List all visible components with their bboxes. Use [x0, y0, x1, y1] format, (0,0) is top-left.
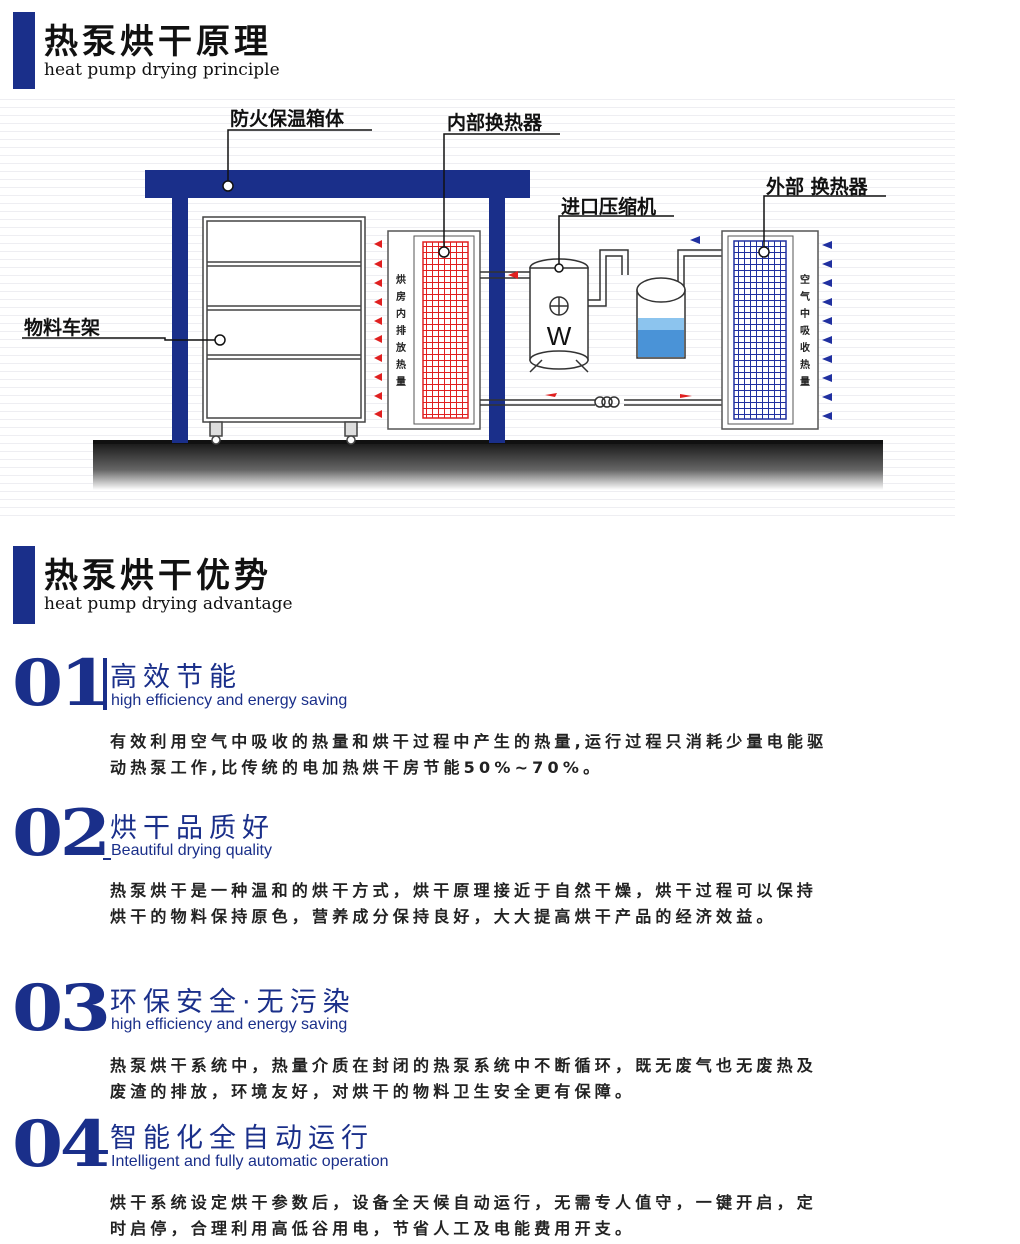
- section2-subtitle: heat pump drying advantage: [44, 594, 293, 614]
- internal-vertical-label: 烘房内排放热量: [396, 275, 406, 388]
- flow-arrows: [508, 271, 692, 398]
- label-external-exchanger: 外部 换热器: [766, 176, 868, 198]
- compressor-mark: W: [547, 321, 572, 351]
- internal-exchanger: [387, 230, 481, 430]
- advantage-title: 智能化全自动运行: [110, 1123, 374, 1154]
- advantage-number: 01: [12, 646, 111, 721]
- floor: [93, 440, 883, 490]
- section2-accent-bar: [13, 546, 35, 624]
- heat-absorb-arrows: [822, 241, 832, 420]
- advantage-subtitle: high efficiency and energy saving: [111, 1016, 348, 1033]
- label-compressor: 进口压缩机: [561, 196, 657, 218]
- heat-release-arrows: [374, 240, 382, 418]
- section1-accent-bar: [13, 12, 35, 89]
- label-cabinet: 防火保温箱体: [230, 108, 345, 130]
- label-internal-exchanger: 内部换热器: [447, 112, 543, 134]
- expansion-coil: [594, 396, 620, 408]
- advantage-subtitle: Beautiful drying quality: [111, 842, 272, 859]
- cabinet-frame: [145, 170, 530, 443]
- heat-pump-diagram: W: [22, 129, 886, 490]
- advantage-number: 02: [12, 796, 111, 871]
- advantage-number: 03: [12, 971, 111, 1046]
- separator-tank: [636, 277, 686, 359]
- external-vertical-label: 空气中吸收热量: [800, 275, 810, 388]
- advantage-body: 烘干系统设定烘干参数后，设备全天候自动运行，无需专人值守，一键开启，定时启停，合…: [110, 1193, 818, 1238]
- advantage-body: 热泵烘干系统中，热量介质在封闭的热泵系统中不断循环，既无废气也无废热及废渣的排放…: [110, 1056, 818, 1101]
- section1-title: 热泵烘干原理: [44, 22, 272, 62]
- section1-subtitle: heat pump drying principle: [44, 60, 280, 80]
- advantage-subtitle: Intelligent and fully automatic operatio…: [111, 1153, 389, 1170]
- advantage-body: 有效利用空气中吸收的热量和烘干过程中产生的热量,运行过程只消耗少量电能驱动热泵工…: [110, 732, 828, 777]
- section2-title: 热泵烘干优势: [44, 556, 272, 596]
- leader-dots: [214, 180, 770, 346]
- advantage-body: 热泵烘干是一种温和的烘干方式，烘干原理接近于自然干燥，烘干过程可以保持烘干的物料…: [110, 881, 818, 926]
- advantage-title: 高效节能: [110, 662, 242, 693]
- external-exchanger: [721, 230, 819, 430]
- number-divider: [103, 858, 111, 860]
- advantage-number: 04: [12, 1107, 111, 1182]
- number-divider: [103, 658, 107, 710]
- advantage-title: 环保安全·无污染: [110, 987, 356, 1018]
- material-cart: [202, 216, 366, 445]
- leader-lines: [22, 129, 886, 341]
- label-cart: 物料车架: [24, 317, 101, 339]
- compressor: [529, 258, 589, 373]
- advantage-subtitle: high efficiency and energy saving: [111, 692, 348, 709]
- advantage-title: 烘干品质好: [110, 813, 275, 844]
